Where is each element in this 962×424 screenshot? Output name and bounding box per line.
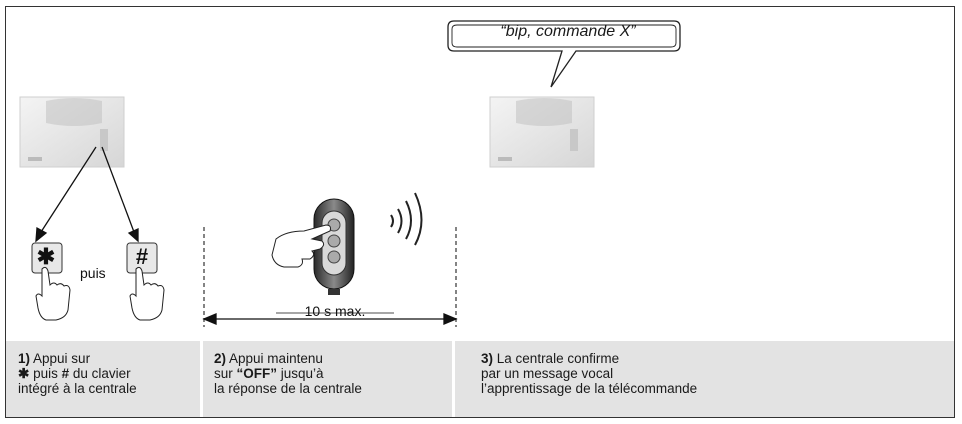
hand-on-remote-icon [271, 224, 331, 268]
step-1-caption: 1) Appui sur ✱ puis # du clavier intégré… [6, 341, 200, 417]
step-1-line3: intégré à la centrale [18, 381, 137, 396]
step-1-line1: Appui sur [33, 351, 91, 366]
duration-arrow [202, 312, 458, 325]
step-3-line2: par un message vocal [481, 366, 614, 381]
step-3-line1: La centrale confirme [496, 351, 620, 366]
step-3-line3: l’apprentissage de la télécommande [481, 381, 698, 396]
star-key-label: ✱ [36, 244, 56, 269]
diagram-frame: “bip, commande X” ✱ # puis 10 s max. 1) … [5, 6, 955, 418]
signal-waves-icon [390, 192, 423, 246]
step-2-caption: 2) Appui maintenu sur “OFF” jusqu’à la r… [202, 341, 452, 417]
step-2-line3: la réponse de la centrale [214, 381, 362, 396]
footer-divider [452, 341, 455, 417]
steps-footer: 1) Appui sur ✱ puis # du clavier intégré… [6, 341, 954, 417]
step-2-off: “OFF” [236, 366, 278, 381]
speech-bubble-text: “bip, commande X” [500, 23, 636, 40]
step-2-pre: sur [214, 366, 237, 381]
step-1-mid: puis [29, 366, 62, 381]
hand-icon-right [129, 266, 165, 321]
footer-divider [200, 341, 203, 417]
step-1-rest: du clavier [69, 366, 131, 381]
step-1-hash: # [61, 366, 70, 381]
dashed-separators [203, 227, 457, 327]
control-panel-left [19, 96, 125, 168]
hash-key-label: # [135, 244, 149, 269]
step-1-star: ✱ [18, 366, 30, 381]
diagram-illustrations [19, 20, 681, 327]
hand-icon-left [35, 266, 71, 321]
panel-to-keys-arrows [35, 146, 139, 243]
step-3-number: 3) [481, 351, 494, 366]
step-2-rest: jusqu’à [277, 366, 324, 381]
control-panel-right [489, 96, 595, 168]
step-3-caption: 3) La centrale confirme par un message v… [456, 341, 954, 417]
speech-bubble [447, 20, 681, 88]
step-2-number: 2) [214, 351, 227, 366]
duration-label: 10 s max. [304, 303, 366, 319]
keys-between-label: puis [80, 265, 106, 281]
step-2-line1: Appui maintenu [229, 351, 323, 366]
step-1-number: 1) [18, 351, 31, 366]
